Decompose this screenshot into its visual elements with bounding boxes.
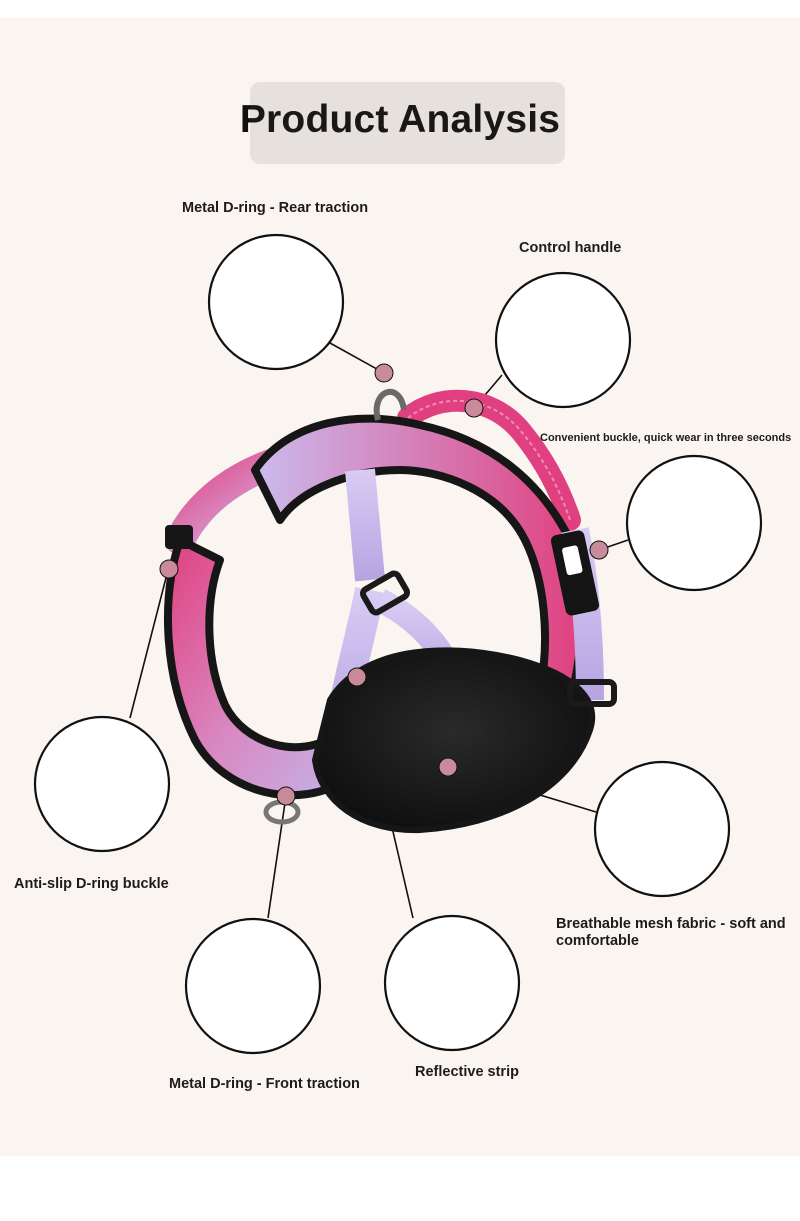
- label-front-dring: Metal D-ring - Front traction: [169, 1076, 360, 1092]
- zoom-buckle: [625, 454, 763, 592]
- harness-icon: [164, 388, 617, 834]
- zoom-control-handle: [494, 271, 632, 409]
- label-mesh: Breathable mesh fabric - soft and comfor…: [556, 916, 786, 950]
- label-rear-dring: Metal D-ring - Rear traction: [182, 200, 369, 216]
- zoom-rear-dring: [207, 233, 345, 371]
- label-reflective: Reflective strip: [415, 1064, 519, 1080]
- callout-dot-icon: [159, 363, 609, 806]
- page-title: Product Analysis: [0, 98, 800, 142]
- zoom-mesh: [593, 760, 731, 898]
- zoom-anti-slip: [33, 715, 171, 853]
- label-buckle: Convenient buckle, quick wear in three s…: [540, 432, 792, 444]
- label-anti-slip: Anti-slip D-ring buckle: [14, 876, 169, 892]
- zoom-reflective: [383, 914, 521, 1052]
- ghost-background-text: [250, 82, 565, 164]
- label-control-handle: Control handle: [519, 240, 622, 256]
- zoom-front-dring: [184, 917, 322, 1055]
